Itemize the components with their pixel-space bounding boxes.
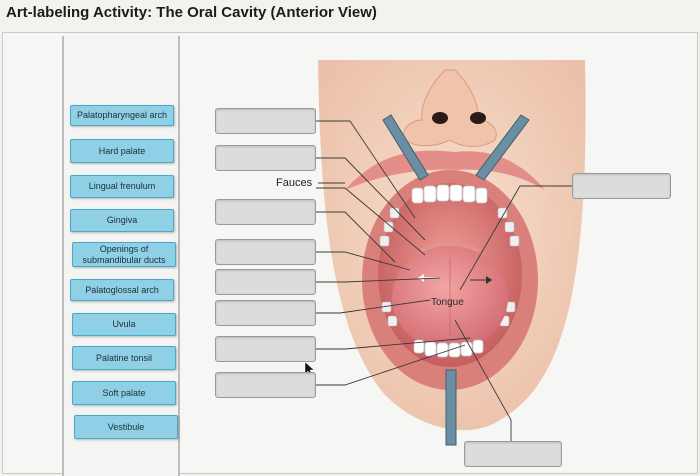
- label-openings-of-submandibular-ducts[interactable]: Openings of submandibular ducts: [72, 242, 176, 267]
- label-vestibule[interactable]: Vestibule: [74, 415, 178, 439]
- fauces-label: Fauces: [276, 177, 313, 189]
- drop-target-4[interactable]: [215, 239, 316, 265]
- drop-target-1[interactable]: [215, 108, 316, 134]
- drop-target-2[interactable]: [215, 145, 316, 171]
- drop-target-10[interactable]: [464, 441, 562, 467]
- drop-target-6[interactable]: [215, 300, 316, 326]
- label-gingiva[interactable]: Gingiva: [70, 209, 174, 232]
- label-palatoglossal-arch[interactable]: Palatoglossal arch: [70, 279, 174, 301]
- label-uvula[interactable]: Uvula: [72, 313, 176, 336]
- drop-target-9[interactable]: [572, 173, 671, 199]
- label-lingual-frenulum[interactable]: Lingual frenulum: [70, 175, 174, 198]
- label-hard-palate[interactable]: Hard palate: [70, 139, 174, 163]
- tongue-label: Tongue: [431, 297, 464, 308]
- label-soft-palate[interactable]: Soft palate: [72, 381, 176, 405]
- drop-target-7[interactable]: [215, 336, 316, 362]
- drop-target-3[interactable]: [215, 199, 316, 225]
- label-palatine-tonsil[interactable]: Palatine tonsil: [72, 346, 176, 370]
- page-title: Art-labeling Activity: The Oral Cavity (…: [6, 4, 377, 21]
- label-palatopharyngeal-arch[interactable]: Palatopharyngeal arch: [70, 105, 174, 126]
- drop-target-8[interactable]: [215, 372, 316, 398]
- drop-target-5[interactable]: [215, 269, 316, 295]
